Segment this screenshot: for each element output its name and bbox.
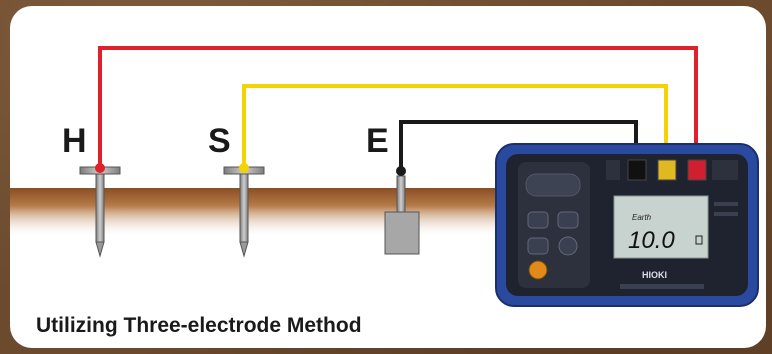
power-button-icon: [528, 260, 548, 280]
wire-s: [242, 84, 668, 168]
meter-brand: HIOKI: [642, 270, 667, 280]
lcd-screen: [613, 195, 709, 259]
electrode-label-h: H: [62, 122, 87, 160]
electrode-label-e: E: [366, 122, 389, 160]
diagram-caption: Utilizing Three-electrode Method: [36, 314, 362, 337]
wire-e-clip: [396, 166, 406, 176]
electrode-label-s: S: [208, 122, 231, 160]
lcd-reading: 10.0: [628, 227, 675, 254]
wire-s-clip: [239, 163, 249, 173]
soil-layer: [10, 188, 510, 238]
wire-h: [98, 46, 698, 168]
lcd-mode: Earth: [632, 213, 652, 222]
three-electrode-diagram: Earth 10.0 HIOKI: [10, 46, 759, 307]
wire-e: [399, 120, 638, 170]
diagram-card: Earth 10.0 HIOKI H S E Utilizing Three-e…: [10, 6, 766, 348]
electrode-e: [384, 175, 420, 255]
earth-tester-meter: Earth 10.0 HIOKI: [495, 143, 759, 307]
wire-h-clip: [95, 163, 105, 173]
